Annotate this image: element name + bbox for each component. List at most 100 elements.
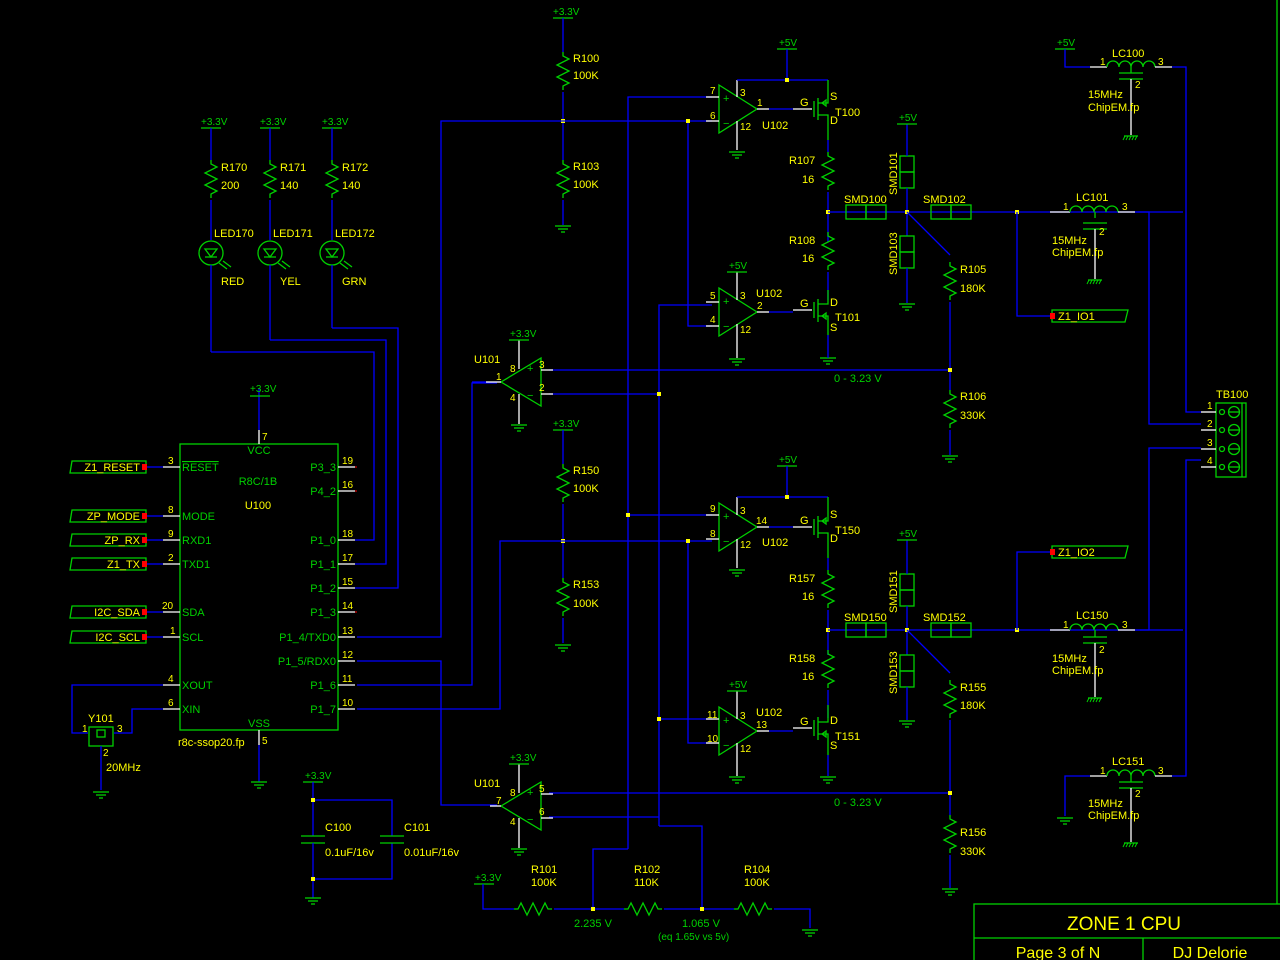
crystal-y101[interactable]: Y101 1 3 2 20MHz [71, 684, 163, 799]
svg-text:SCL: SCL [182, 632, 203, 644]
svg-text:+: + [527, 363, 533, 375]
svg-text:13: 13 [756, 720, 768, 731]
svg-text:LC150: LC150 [1076, 610, 1108, 622]
svg-text:12: 12 [740, 540, 752, 551]
svg-text:200: 200 [221, 180, 239, 192]
port-z1-reset[interactable]: Z1_RESET [69, 460, 147, 474]
svg-text:19: 19 [342, 456, 354, 467]
pin-num: 5 [262, 736, 268, 747]
svg-text:P1_3: P1_3 [310, 607, 336, 619]
svg-text:XOUT: XOUT [182, 680, 213, 692]
svg-text:15MHz: 15MHz [1052, 235, 1087, 247]
svg-text:16: 16 [802, 253, 814, 265]
channel-1-driver: +− +5V 7 6 1 3 12 U102 G S D T100 R10716… [706, 38, 1183, 463]
svg-text:+: + [527, 787, 533, 799]
svg-text:MODE: MODE [182, 511, 215, 523]
u100-vss-label: VSS [248, 718, 270, 730]
svg-text:100K: 100K [573, 598, 599, 610]
terminal-block-tb100[interactable]: TB100 1 2 3 4 [1201, 389, 1248, 478]
svg-text:SMD151: SMD151 [888, 570, 900, 613]
svg-text:TXD1: TXD1 [182, 559, 210, 571]
svg-text:R108: R108 [789, 235, 815, 247]
svg-text:−: − [527, 814, 533, 826]
svg-text:P1_6: P1_6 [310, 680, 336, 692]
svg-text:3: 3 [168, 456, 174, 467]
svg-text:12: 12 [740, 325, 752, 336]
svg-text:SMD101: SMD101 [888, 152, 900, 195]
svg-text:100K: 100K [573, 70, 599, 82]
svg-text:D: D [830, 115, 838, 127]
svg-text:6: 6 [710, 111, 716, 122]
svg-text:SMD100: SMD100 [844, 194, 887, 206]
svg-text:R102: R102 [634, 864, 660, 876]
svg-text:+: + [723, 296, 729, 308]
svg-text:+5V: +5V [899, 529, 917, 540]
svg-text:1: 1 [496, 372, 502, 383]
svg-text:Z1_RESET: Z1_RESET [84, 462, 140, 474]
svg-text:1: 1 [1063, 620, 1069, 631]
svg-text:P1_0: P1_0 [310, 535, 336, 547]
port-z1-tx[interactable]: Z1_TX [69, 557, 147, 571]
svg-text:2: 2 [757, 301, 763, 312]
svg-text:P1_5/RDX0: P1_5/RDX0 [278, 656, 336, 668]
svg-text:D: D [830, 715, 838, 727]
svg-text:140: 140 [342, 180, 360, 192]
svg-text:G: G [800, 97, 809, 109]
svg-text:330K: 330K [960, 846, 986, 858]
svg-text:LC101: LC101 [1076, 192, 1108, 204]
svg-text:U101: U101 [474, 778, 500, 790]
svg-text:0 - 3.23 V: 0 - 3.23 V [834, 373, 882, 385]
svg-text:+: + [723, 511, 729, 523]
port-zp-rx[interactable]: ZP_RX [69, 533, 147, 547]
svg-text:15MHz: 15MHz [1088, 89, 1123, 101]
port-z1-io1[interactable]: Z1_IO1 [1050, 309, 1129, 323]
power-label-3v3: +3.3V [250, 384, 277, 395]
port-i2c-scl[interactable]: I2C_SCL [69, 630, 147, 644]
svg-text:R106: R106 [960, 391, 986, 403]
port-zp-mode[interactable]: ZP_MODE [69, 509, 147, 523]
svg-text:P1_4/TXD0: P1_4/TXD0 [279, 632, 336, 644]
svg-text:+3.3V: +3.3V [305, 771, 332, 782]
svg-text:+3.3V: +3.3V [475, 873, 502, 884]
author: DJ Delorie [1173, 945, 1248, 960]
svg-text:15MHz: 15MHz [1088, 798, 1123, 810]
svg-text:C101: C101 [404, 822, 430, 834]
svg-text:LC151: LC151 [1112, 756, 1144, 768]
svg-text:RXD1: RXD1 [182, 535, 211, 547]
svg-text:11: 11 [707, 710, 718, 721]
svg-text:R103: R103 [573, 161, 599, 173]
svg-text:140: 140 [280, 180, 298, 192]
svg-text:R158: R158 [789, 653, 815, 665]
svg-text:LC100: LC100 [1112, 48, 1144, 60]
svg-text:5: 5 [710, 291, 716, 302]
port-i2c-sda[interactable]: I2C_SDA [69, 605, 147, 619]
svg-text:ZP_MODE: ZP_MODE [87, 511, 140, 523]
svg-text:10: 10 [342, 698, 354, 709]
svg-text:1: 1 [1063, 202, 1069, 213]
svg-text:100K: 100K [531, 877, 557, 889]
port-z1-io2[interactable]: Z1_IO2 [1050, 545, 1129, 559]
u100-mcu[interactable]: VCC VSS R8C/1B U100 r8c-ssop20.fp 7 +3.3… [178, 384, 339, 789]
sheet-title: ZONE 1 CPU [1067, 914, 1181, 935]
svg-text:Z1_IO2: Z1_IO2 [1058, 547, 1095, 559]
svg-text:−: − [723, 536, 729, 548]
svg-text:+3.3V: +3.3V [553, 7, 580, 18]
svg-text:U101: U101 [474, 354, 500, 366]
svg-text:P1_7: P1_7 [310, 704, 336, 716]
svg-text:U102: U102 [756, 288, 782, 300]
svg-text:7: 7 [710, 86, 716, 97]
svg-text:R107: R107 [789, 155, 815, 167]
svg-text:+5V: +5V [899, 113, 917, 124]
svg-text:T150: T150 [835, 525, 860, 537]
svg-text:R100: R100 [573, 53, 599, 65]
svg-text:U102: U102 [756, 707, 782, 719]
svg-text:18: 18 [342, 529, 354, 540]
svg-text:17: 17 [342, 553, 354, 564]
svg-text:R171: R171 [280, 162, 306, 174]
svg-text:1: 1 [1100, 766, 1106, 777]
svg-text:T100: T100 [835, 107, 860, 119]
